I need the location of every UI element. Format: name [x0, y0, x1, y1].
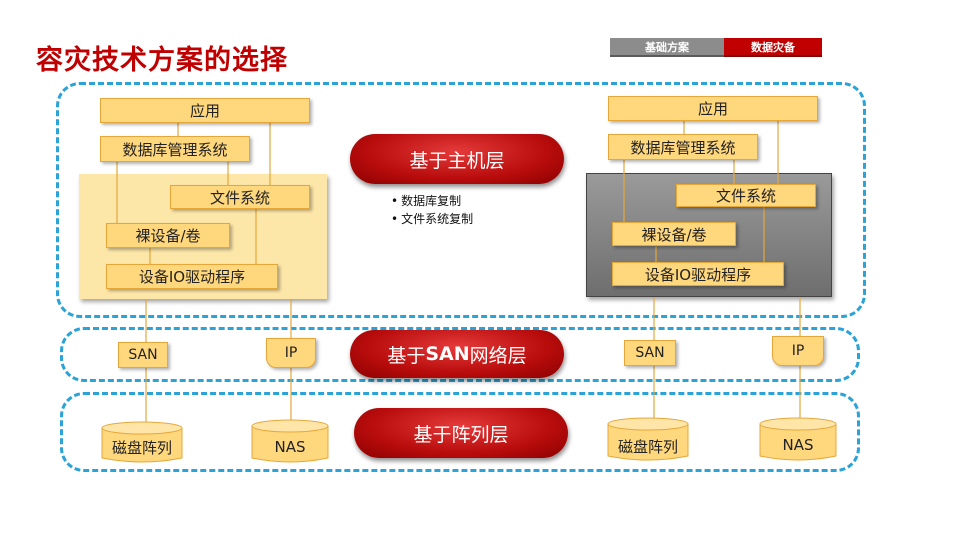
- bullet-fs-replication: 文件系统复制: [391, 210, 473, 228]
- left-disk-array-icon: [101, 421, 183, 463]
- host-layer-region: [56, 82, 866, 318]
- left-disk-array-label: 磁盘阵列: [111, 439, 172, 457]
- right-driver-box: 设备IO驱动程序: [612, 262, 784, 286]
- right-app-box: 应用: [608, 96, 818, 121]
- right-raw-box: 裸设备/卷: [612, 222, 736, 246]
- bullet-db-replication: 数据库复制: [391, 192, 473, 210]
- san-layer-prefix: 基于: [387, 344, 426, 367]
- left-app-box: 应用: [100, 98, 310, 123]
- right-nas-icon: [759, 417, 837, 461]
- host-bullet-list: 数据库复制 文件系统复制: [391, 192, 473, 228]
- right-san-box: SAN: [624, 340, 676, 366]
- host-layer-pill: 基于主机层: [350, 134, 564, 184]
- right-disk-array-label: 磁盘阵列: [617, 438, 678, 456]
- right-nas-label: NAS: [782, 436, 814, 454]
- right-disk-array-icon: [607, 417, 689, 461]
- left-db-box: 数据库管理系统: [100, 136, 250, 162]
- right-db-box: 数据库管理系统: [608, 134, 758, 160]
- tab-basic-solution[interactable]: 基础方案: [610, 38, 724, 57]
- page-title: 容灾技术方案的选择: [36, 45, 288, 76]
- san-layer-region: [60, 327, 860, 382]
- right-ip-box: IP: [772, 336, 824, 366]
- left-driver-box: 设备IO驱动程序: [106, 264, 278, 289]
- left-fs-box: 文件系统: [170, 185, 310, 209]
- left-nas-label: NAS: [274, 438, 306, 456]
- left-ip-box: IP: [266, 338, 316, 368]
- array-layer-region: [60, 392, 860, 472]
- left-nas-icon: [251, 419, 329, 463]
- tab-data-backup[interactable]: 数据灾备: [724, 38, 822, 57]
- array-layer-pill: 基于阵列层: [354, 408, 568, 458]
- san-layer-suffix: 网络层: [469, 344, 527, 367]
- left-san-box: SAN: [118, 342, 168, 368]
- solution-tabs: 基础方案 数据灾备: [610, 38, 822, 57]
- san-layer-word: SAN: [425, 343, 470, 365]
- left-raw-box: 裸设备/卷: [106, 223, 230, 248]
- right-fs-box: 文件系统: [676, 184, 816, 207]
